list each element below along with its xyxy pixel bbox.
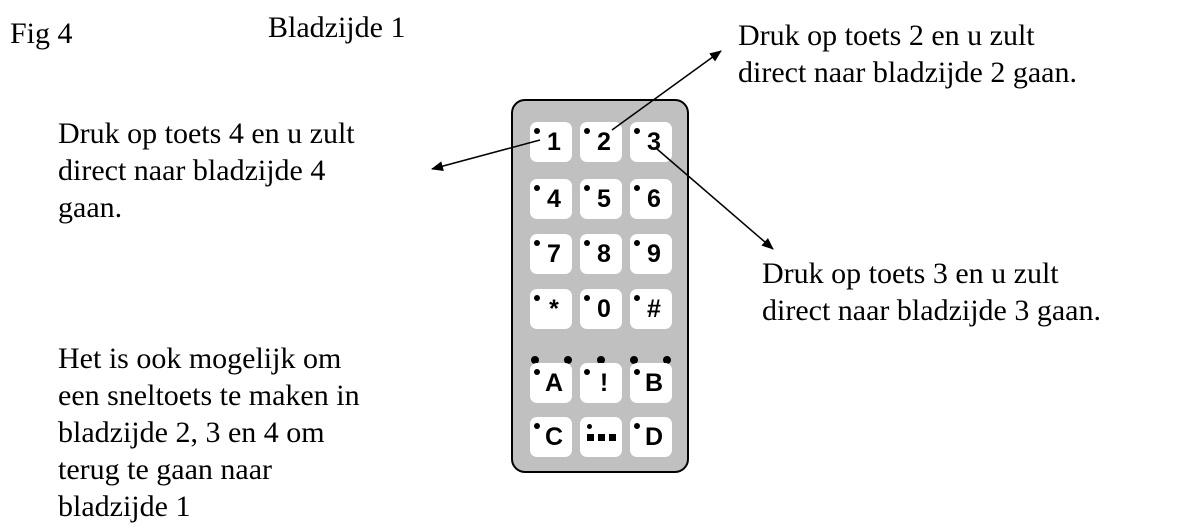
key-3-note: Druk op toets 3 en u zult direct naar bl…: [762, 255, 1101, 329]
key-label: *: [549, 295, 559, 323]
key-label: A: [544, 369, 564, 397]
note-line: direct naar bladzijde 3 gaan.: [762, 294, 1101, 327]
key-2[interactable]: 2: [580, 122, 622, 162]
key-label: 0: [597, 295, 611, 323]
note-line: Druk op toets 4 en u zult: [58, 117, 355, 150]
key-4-note: Druk op toets 4 en u zult direct naar bl…: [58, 115, 355, 226]
remote-control: 1 2 3 4 5 6 7 8 9 * 0 # A ! B C D: [511, 99, 689, 473]
key-hash[interactable]: #: [630, 289, 672, 329]
key-label: 4: [547, 185, 561, 213]
key-7[interactable]: 7: [530, 234, 572, 274]
note-line: bladzijde 1: [58, 490, 191, 523]
key-5[interactable]: 5: [580, 179, 622, 219]
key-label: 1: [547, 128, 561, 156]
key-9[interactable]: 9: [630, 234, 672, 274]
note-line: terug te gaan naar: [58, 453, 273, 486]
note-line: direct naar bladzijde 4: [58, 154, 326, 187]
note-line: gaan.: [58, 191, 123, 224]
key-b[interactable]: B: [630, 363, 672, 403]
key-label: #: [647, 295, 661, 323]
key-label: 8: [597, 240, 611, 268]
key-label: 2: [597, 128, 611, 156]
key-label: B: [644, 369, 664, 397]
key-label: C: [544, 423, 564, 451]
key-6[interactable]: 6: [630, 179, 672, 219]
key-exclamation[interactable]: !: [580, 363, 622, 403]
note-line: bladzijde 2, 3 en 4 om: [58, 416, 325, 449]
note-line: een sneltoets te maken in: [58, 379, 360, 412]
note-line: direct naar bladzijde 2 gaan.: [738, 56, 1077, 89]
key-ellipsis[interactable]: [580, 417, 622, 457]
key-4[interactable]: 4: [530, 179, 572, 219]
key-0[interactable]: 0: [580, 289, 622, 329]
key-star[interactable]: *: [530, 289, 572, 329]
page-label: Bladzijde 1: [268, 11, 406, 44]
key-8[interactable]: 8: [580, 234, 622, 274]
key-3[interactable]: 3: [630, 122, 672, 162]
key-label: 9: [647, 240, 661, 268]
key-label: 7: [547, 240, 561, 268]
key-label: D: [644, 423, 664, 451]
key-1[interactable]: 1: [530, 122, 572, 162]
note-line: Druk op toets 3 en u zult: [762, 257, 1059, 290]
dot-separator: [531, 356, 681, 368]
note-line: Druk op toets 2 en u zult: [738, 19, 1035, 52]
note-line: Het is ook mogelijk om: [58, 342, 342, 375]
shortcut-note: Het is ook mogelijk om een sneltoets te …: [58, 340, 360, 525]
key-2-note: Druk op toets 2 en u zult direct naar bl…: [738, 17, 1077, 91]
figure-label: Fig 4: [10, 17, 73, 50]
key-d[interactable]: D: [630, 417, 672, 457]
key-a[interactable]: A: [530, 363, 572, 403]
key-label: 3: [647, 128, 661, 156]
key-c[interactable]: C: [530, 417, 572, 457]
key-label: 5: [597, 185, 611, 213]
key-label: !: [599, 369, 609, 397]
key-label: 6: [647, 185, 661, 213]
